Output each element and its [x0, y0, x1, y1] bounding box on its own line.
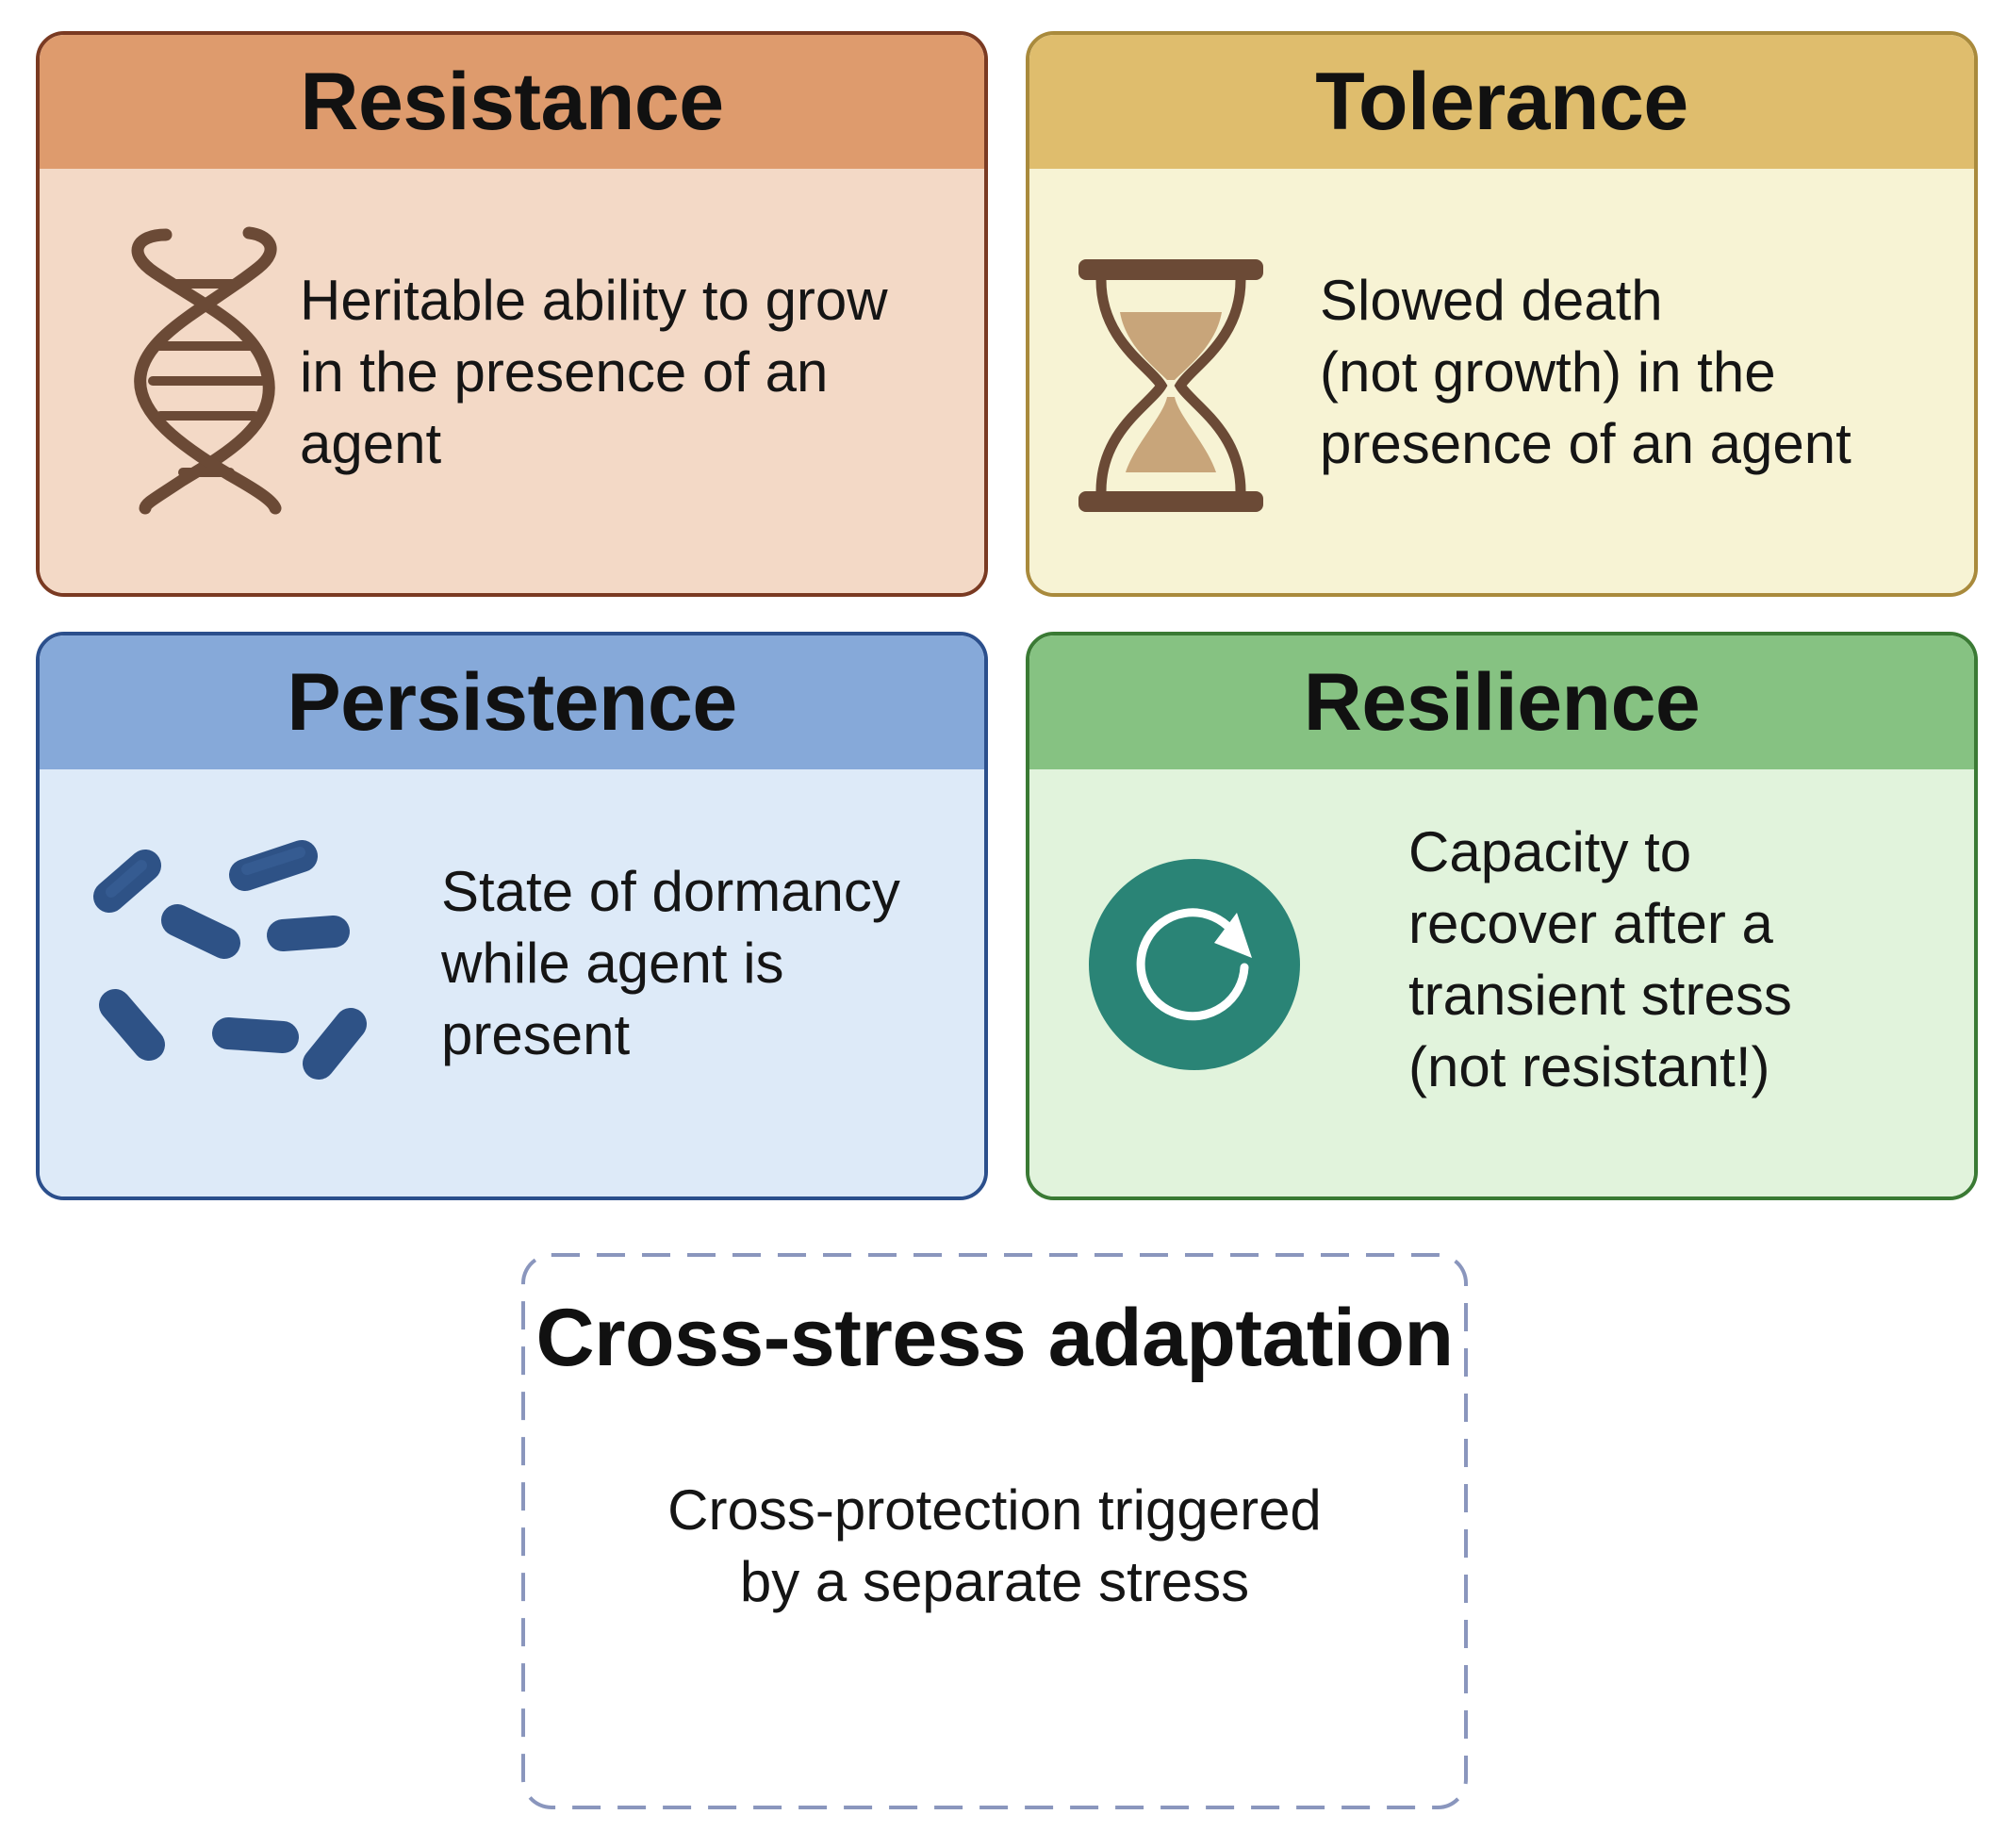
dna-icon	[131, 226, 282, 515]
persistence-title: Persistence	[40, 635, 984, 769]
resistance-title: Resistance	[40, 35, 984, 169]
resilience-body: Capacity to recover after a transient st…	[1029, 769, 1974, 1196]
persistence-text-line: present	[441, 1003, 631, 1066]
resilience-text-line: transient stress	[1408, 964, 1792, 1027]
tolerance-card: Tolerance Slowed death (not growth) in t…	[1026, 31, 1978, 597]
resilience-card: Resilience Capacity to recover after a t…	[1026, 632, 1978, 1200]
cross-stress-text-line: Cross-protection triggered	[667, 1478, 1322, 1542]
resilience-text-line: recover after a	[1408, 892, 1773, 955]
dashed-border	[521, 1253, 1468, 1809]
tolerance-text-line: presence of an agent	[1320, 412, 1852, 475]
resilience-text-line: (not resistant!)	[1408, 1035, 1770, 1098]
persistence-text-line: State of dormancy	[441, 860, 900, 923]
resistance-text-line: in the presence of an	[300, 340, 829, 404]
resistance-text-line: agent	[300, 412, 442, 475]
tolerance-text-line: Slowed death	[1320, 269, 1663, 332]
bacteria-icon	[93, 840, 367, 1080]
persistence-body: State of dormancy while agent is present	[40, 769, 984, 1196]
resilience-title: Resilience	[1029, 635, 1974, 769]
cross-stress-title: Cross-stress adaptation	[535, 1293, 1454, 1383]
persistence-card: Persistence State of dormancy while agen…	[36, 632, 988, 1200]
resilience-text-line: Capacity to	[1408, 820, 1692, 883]
tolerance-text-line: (not growth) in the	[1320, 340, 1776, 404]
persistence-text-line: while agent is	[441, 932, 784, 995]
resistance-card: Resistance Heritable ability to grow in …	[36, 31, 988, 597]
resistance-body: Heritable ability to grow in the presenc…	[40, 169, 984, 593]
tolerance-body: Slowed death (not growth) in the presenc…	[1029, 169, 1974, 593]
refresh-cycle-icon	[1089, 859, 1300, 1070]
cross-stress-text-line: by a separate stress	[739, 1550, 1250, 1613]
hourglass-icon	[1078, 259, 1263, 512]
resistance-text-line: Heritable ability to grow	[300, 269, 888, 332]
cross-stress-card: Cross-stress adaptation Cross-protection…	[520, 1252, 1469, 1810]
tolerance-title: Tolerance	[1029, 35, 1974, 169]
